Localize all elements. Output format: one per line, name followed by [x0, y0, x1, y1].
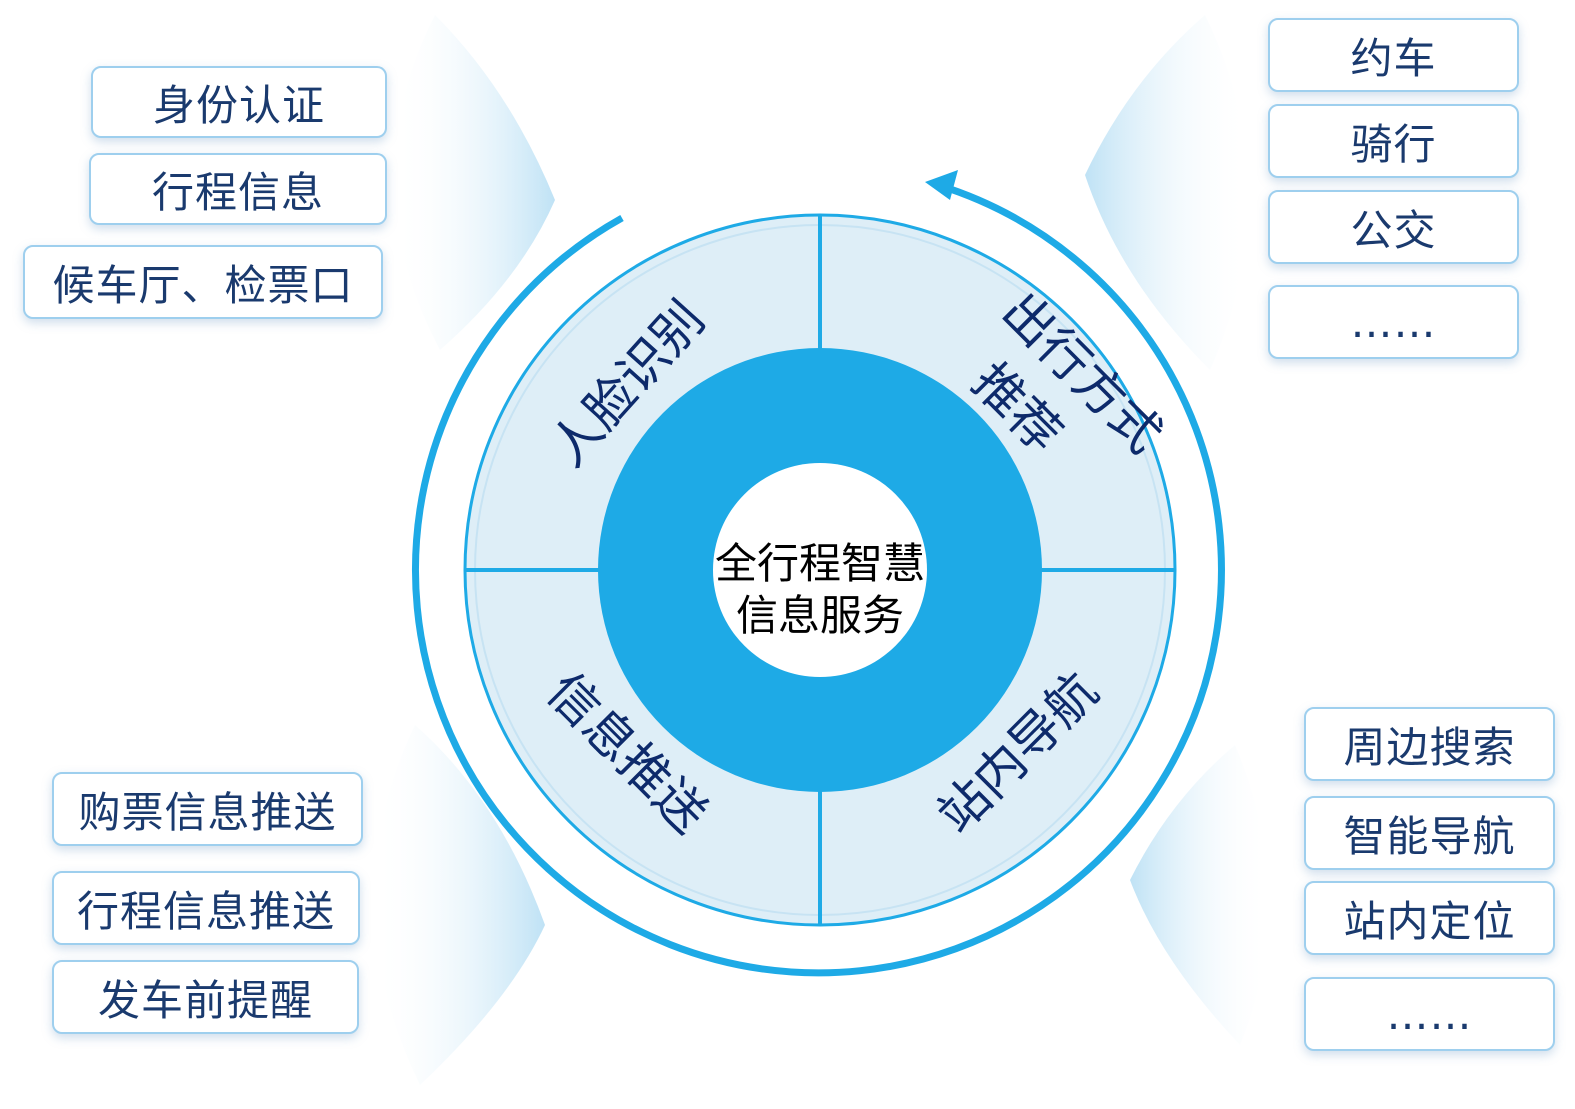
center-title-line1: 全行程智慧 — [714, 539, 925, 588]
item-smart-nav: 智能导航 — [1304, 796, 1555, 870]
arrow-head-icon — [925, 170, 958, 200]
center-circle — [713, 463, 927, 677]
item-waiting-hall: 候车厅、检票口 — [23, 245, 383, 319]
leaf-bottom-right — [1130, 745, 1269, 1045]
leaf-top-right — [1085, 15, 1249, 370]
item-trip-info: 行程信息 — [89, 153, 387, 225]
item-ticket-push: 购票信息推送 — [52, 772, 363, 846]
center-title: 全行程智慧 信息服务 — [705, 538, 935, 642]
item-more: …… — [1268, 285, 1519, 359]
item-departure-reminder: 发车前提醒 — [52, 960, 359, 1034]
item-cycling: 骑行 — [1268, 104, 1519, 178]
item-more-2: …… — [1304, 977, 1555, 1051]
center-title-line2: 信息服务 — [735, 591, 904, 640]
leaf-top-left — [393, 15, 555, 350]
leaf-bottom-left — [373, 725, 545, 1085]
item-identity-auth: 身份认证 — [91, 66, 387, 138]
item-bus: 公交 — [1268, 190, 1519, 264]
item-nearby-search: 周边搜索 — [1304, 707, 1555, 781]
cycle-arrow-arc — [412, 181, 1225, 977]
item-trip-push: 行程信息推送 — [52, 871, 360, 945]
item-ride-hailing: 约车 — [1268, 18, 1519, 92]
item-station-location: 站内定位 — [1304, 881, 1555, 955]
